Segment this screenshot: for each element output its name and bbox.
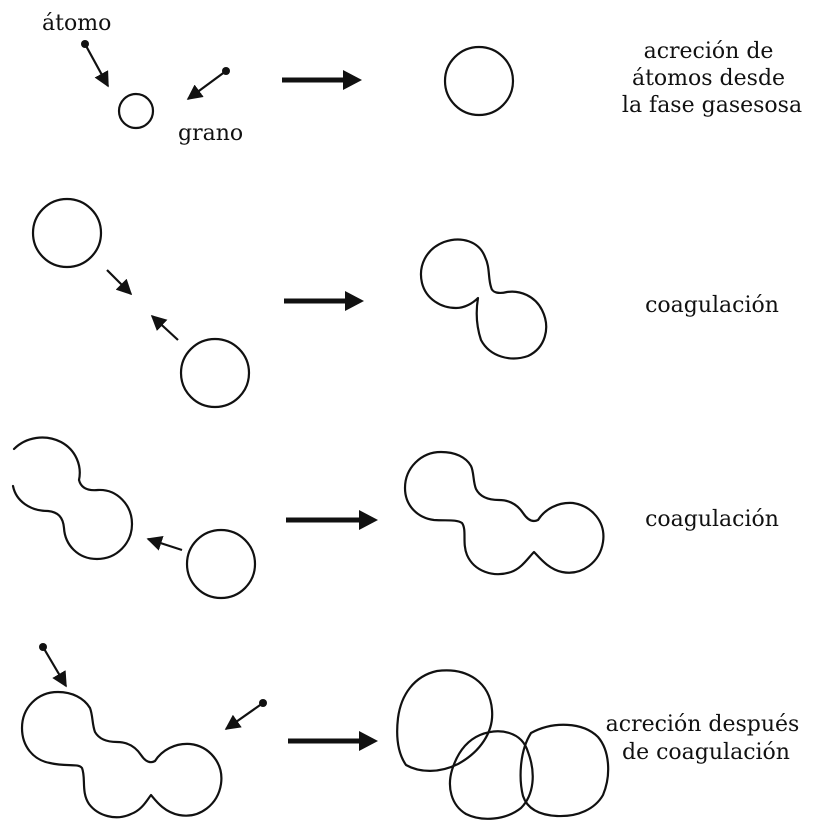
- caption-coagulation-1: coagulación: [645, 293, 779, 318]
- grain: [185, 528, 257, 600]
- approach-arrow: [150, 314, 179, 341]
- accreted-grain-cluster: [396, 669, 610, 820]
- process-arrow: [284, 291, 364, 311]
- grain: [31, 197, 103, 269]
- label-grain: grano: [178, 121, 243, 146]
- atom-arrow: [84, 43, 109, 88]
- small-grain: [117, 92, 155, 130]
- row-accretion: átomo grano acreción de átomos desde la …: [42, 11, 802, 146]
- process-arrow: [286, 510, 378, 530]
- grain: [179, 337, 251, 409]
- caption-coagulation-2: coagulación: [645, 507, 779, 532]
- atom-arrow: [224, 702, 264, 730]
- process-arrow: [282, 70, 362, 90]
- grain-chain: [20, 690, 223, 819]
- caption-accretion-after: acreción después de coagulación: [606, 712, 807, 765]
- atom-arrow: [42, 646, 67, 688]
- coagulated-pair: [419, 238, 548, 360]
- row-accretion-after: acreción después de coagulación: [20, 643, 807, 820]
- row-coagulation-1: coagulación: [31, 197, 779, 409]
- grown-grain: [443, 45, 515, 117]
- coagulated-chain: [403, 450, 605, 576]
- approach-arrow: [106, 269, 133, 296]
- grain-pair: [11, 436, 134, 561]
- atom-arrow: [186, 70, 227, 100]
- row-coagulation-2: coagulación: [11, 436, 779, 600]
- process-arrow: [288, 731, 378, 751]
- approach-arrow: [146, 535, 183, 552]
- label-atom: átomo: [42, 11, 111, 36]
- caption-accretion: acreción de átomos desde la fase gasesos…: [622, 39, 802, 118]
